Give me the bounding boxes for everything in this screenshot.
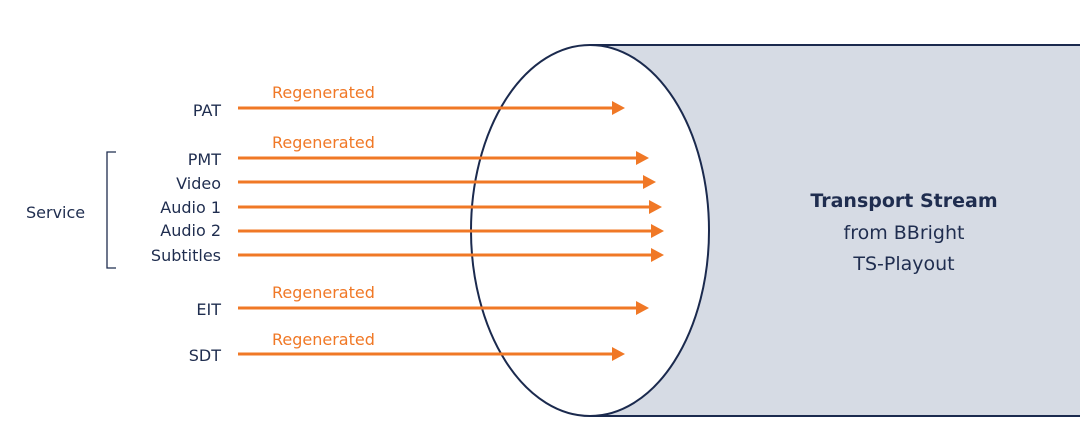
stream-arrowhead <box>651 224 664 238</box>
transport-stream-title: Transport Stream <box>810 190 997 212</box>
service-label: Service <box>26 203 85 222</box>
stream-arrowhead <box>643 175 656 189</box>
stream-arrowhead <box>636 151 649 165</box>
stream-row-audio-1: Audio 1 <box>160 198 662 217</box>
stream-row-video: Video <box>176 174 656 193</box>
stream-label: Audio 2 <box>160 221 221 240</box>
stream-arrowhead <box>649 200 662 214</box>
service-bracket <box>106 151 116 269</box>
stream-arrowhead <box>651 248 664 262</box>
stream-arrowhead <box>636 301 649 315</box>
regenerated-note: Regenerated <box>272 83 375 102</box>
stream-label: SDT <box>189 346 221 365</box>
stream-arrowhead <box>612 347 625 361</box>
stream-row-pmt: PMT Regenerated <box>188 133 649 169</box>
stream-label: Video <box>176 174 221 193</box>
regenerated-note: Regenerated <box>272 133 375 152</box>
stream-label: Audio 1 <box>160 198 221 217</box>
stream-row-subtitles: Subtitles <box>151 246 664 265</box>
stream-row-eit: EIT Regenerated <box>196 283 649 319</box>
regenerated-note: Regenerated <box>272 283 375 302</box>
stream-label: PMT <box>188 150 221 169</box>
stream-label: Subtitles <box>151 246 221 265</box>
stream-label: PAT <box>193 101 221 120</box>
stream-row-pat: PAT Regenerated <box>193 83 625 120</box>
stream-label: EIT <box>196 300 221 319</box>
stream-row-sdt: SDT Regenerated <box>189 330 625 365</box>
regenerated-note: Regenerated <box>272 330 375 349</box>
stream-arrowhead <box>612 101 625 115</box>
stream-row-audio-2: Audio 2 <box>160 221 664 240</box>
transport-stream-source: from BBright <box>844 222 965 244</box>
transport-stream-tube <box>590 45 1080 416</box>
transport-stream-product: TS-Playout <box>852 253 954 275</box>
